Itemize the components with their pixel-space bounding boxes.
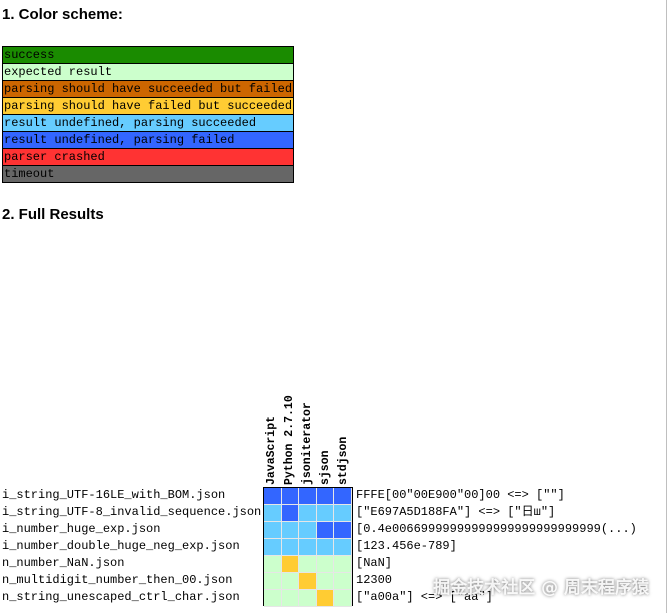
result-cell	[334, 505, 352, 522]
result-cell	[264, 556, 282, 573]
result-cell	[264, 522, 282, 539]
result-value: [NaN]	[356, 556, 393, 570]
result-cell	[299, 522, 317, 539]
test-file-name: n_multidigit_number_then_00.json	[2, 573, 233, 587]
legend-item: result undefined, parsing failed	[3, 132, 293, 149]
legend-item: parsing should have failed but succeeded	[3, 98, 293, 115]
legend-item: success	[3, 47, 293, 64]
result-cell	[334, 573, 352, 590]
result-cell	[299, 488, 317, 505]
result-cell	[264, 590, 282, 607]
result-cell	[316, 522, 335, 539]
result-cell	[316, 539, 335, 556]
full-results-heading: 2. Full Results	[2, 206, 104, 223]
test-file-name: i_string_UTF-8_invalid_sequence.json	[2, 505, 262, 519]
result-cell	[281, 522, 300, 539]
result-cell	[316, 505, 335, 522]
test-file-name: n_number_NaN.json	[2, 556, 125, 570]
result-cell	[281, 573, 300, 590]
grid-row	[264, 539, 352, 556]
result-value: ["a00a"] <=> ["aa"]	[356, 590, 493, 604]
result-value: [0.4e00669999999999999999999999999(...)	[356, 522, 637, 536]
result-cell	[264, 505, 282, 522]
result-cell	[281, 505, 300, 522]
result-cell	[316, 590, 335, 607]
result-cell	[316, 556, 335, 573]
parser-header: sjson	[319, 450, 332, 485]
result-cell	[281, 590, 300, 607]
result-cell	[334, 539, 352, 556]
test-file-name: i_number_huge_exp.json	[2, 522, 161, 536]
parser-header: jsoniterator	[301, 402, 314, 485]
grid-row	[264, 522, 352, 539]
parser-header: JavaScript	[265, 415, 278, 485]
result-cell	[334, 556, 352, 573]
legend-item: parser crashed	[3, 149, 293, 166]
legend-item: timeout	[3, 166, 293, 183]
legend-item: expected result	[3, 64, 293, 81]
result-cell	[299, 573, 317, 590]
result-cell	[281, 556, 300, 573]
legend-item: parsing should have succeeded but failed	[3, 81, 293, 98]
result-cell	[264, 488, 282, 505]
legend-item: result undefined, parsing succeeded	[3, 115, 293, 132]
result-cell	[316, 488, 335, 505]
grid-row	[264, 590, 352, 607]
result-cell	[299, 590, 317, 607]
result-values: FFFE[00"00E900"00]00 <=> [""] ["E697A5D18…	[356, 487, 637, 606]
result-cell	[299, 505, 317, 522]
result-cell	[334, 488, 352, 505]
watermark: 掘金技术社区 @ 周末程序猿	[433, 578, 649, 598]
results-grid	[263, 487, 353, 607]
result-cell	[334, 590, 352, 607]
result-cell	[264, 539, 282, 556]
grid-row	[264, 556, 352, 573]
result-value: [123.456e-789]	[356, 539, 457, 553]
color-scheme-heading: 1. Color scheme:	[2, 6, 123, 23]
grid-row	[264, 505, 352, 522]
result-cell	[281, 488, 300, 505]
test-file-name: n_string_unescaped_ctrl_char.json	[2, 590, 240, 604]
result-cell	[334, 522, 352, 539]
result-cell	[264, 573, 282, 590]
result-value: FFFE[00"00E900"00]00 <=> [""]	[356, 488, 565, 502]
test-file-name: i_string_UTF-16LE_with_BOM.json	[2, 488, 226, 502]
test-file-name: i_number_double_huge_neg_exp.json	[2, 539, 240, 553]
result-cell	[299, 556, 317, 573]
parser-header: Python 2.7.10	[283, 395, 296, 485]
right-edge-divider	[666, 0, 667, 613]
result-cell	[299, 539, 317, 556]
parser-header: stdjson	[337, 436, 350, 485]
grid-row	[264, 573, 352, 590]
grid-row	[264, 488, 352, 505]
result-value: ["E697A5D188FA"] <=> ["日ш"]	[356, 505, 556, 519]
result-cell	[281, 539, 300, 556]
result-cell	[316, 573, 335, 590]
test-file-list: i_string_UTF-16LE_with_BOM.json i_string_…	[2, 487, 261, 606]
result-value: 12300	[356, 573, 393, 587]
